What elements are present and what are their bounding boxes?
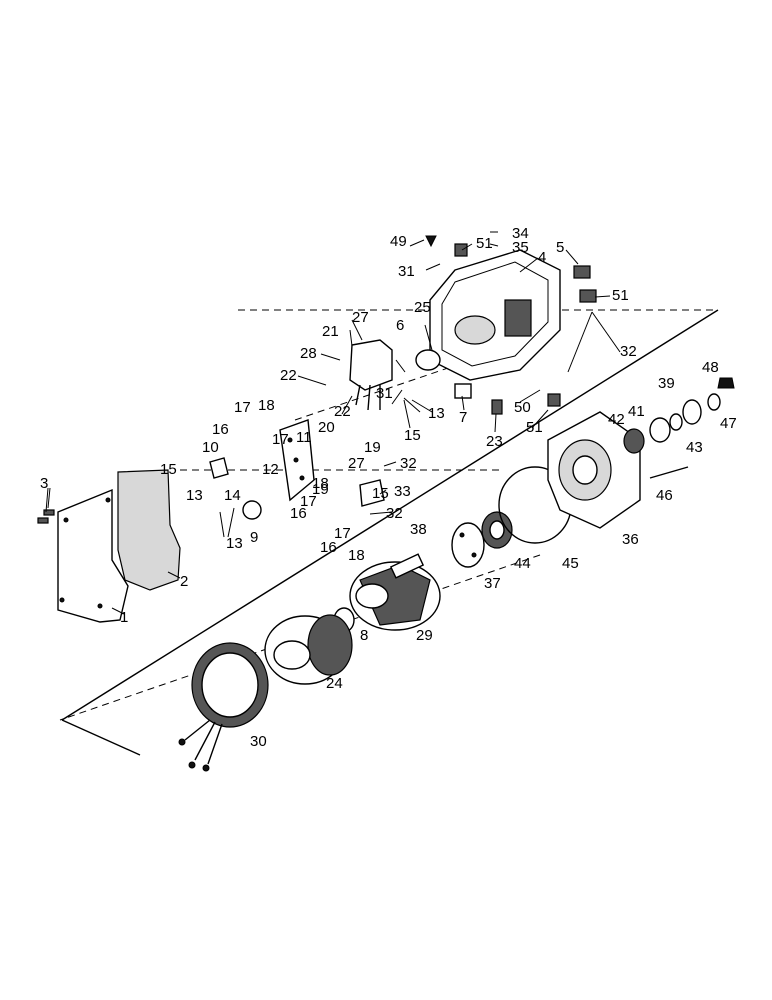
bearing (481, 511, 513, 549)
label-17c: 17 (300, 493, 317, 510)
label-7: 7 (459, 409, 467, 426)
label-5: 5 (556, 239, 564, 256)
label-32c: 32 (386, 505, 403, 522)
label-34: 34 (512, 225, 529, 242)
label-13b: 13 (226, 535, 243, 552)
label-1: 1 (120, 609, 128, 626)
label-9: 9 (250, 529, 258, 546)
terminal-33 (359, 479, 385, 507)
label-19b: 19 (312, 481, 329, 498)
label-29: 29 (416, 627, 433, 644)
label-23: 23 (486, 433, 503, 450)
cover-plate (57, 488, 129, 623)
label-2: 2 (180, 573, 188, 590)
label-47: 47 (720, 415, 737, 432)
label-38: 38 (410, 521, 427, 538)
label-51b: 51 (612, 287, 629, 304)
regulator-plate (279, 419, 315, 502)
label-24: 24 (326, 675, 343, 692)
label-18b: 18 (312, 475, 329, 492)
label-13c: 13 (186, 487, 203, 504)
label-31a: 31 (398, 263, 415, 280)
rotor (349, 553, 441, 631)
stator-ring (178, 642, 269, 772)
label-31b: 31 (376, 385, 393, 402)
label-51c: 51 (526, 419, 543, 436)
bearing-plate (451, 522, 485, 568)
label-4: 4 (538, 249, 546, 266)
label-18c: 18 (348, 547, 365, 564)
label-15c: 15 (372, 485, 389, 502)
label-25: 25 (414, 299, 431, 316)
label-15a: 15 (160, 461, 177, 478)
label-11: 11 (296, 429, 312, 446)
label-20: 20 (318, 419, 335, 436)
label-39: 39 (658, 375, 675, 392)
label-49: 49 (390, 233, 407, 250)
label-14: 14 (224, 487, 241, 504)
label-42: 42 (608, 411, 625, 428)
label-43: 43 (686, 439, 703, 456)
label-12: 12 (262, 461, 279, 478)
label-16a: 16 (212, 421, 229, 438)
label-32b: 32 (400, 455, 417, 472)
clip-10 (209, 457, 229, 479)
label-16c: 16 (320, 539, 337, 556)
housing-fittings (415, 235, 597, 415)
end-fittings (623, 377, 735, 479)
label-32a: 32 (620, 343, 637, 360)
label-19a: 19 (364, 439, 381, 456)
screws (37, 509, 55, 524)
label-50: 50 (514, 399, 531, 416)
stator (264, 614, 353, 685)
label-10: 10 (202, 439, 219, 456)
label-37: 37 (484, 575, 501, 592)
part-number-labels: 1 2 3 4 5 6 7 8 9 10 11 12 13 13 13 14 1… (40, 225, 737, 750)
label-16b: 16 (290, 505, 307, 522)
clip-9 (242, 500, 262, 520)
label-27b: 27 (348, 455, 365, 472)
label-22b: 22 (334, 403, 351, 420)
label-17a: 17 (234, 399, 251, 416)
label-41: 41 (628, 403, 645, 420)
label-45: 45 (562, 555, 579, 572)
label-36: 36 (622, 531, 639, 548)
label-28: 28 (300, 345, 317, 362)
label-51a: 51 (476, 235, 493, 252)
label-3: 3 (40, 475, 48, 492)
label-27a: 27 (352, 309, 369, 326)
label-17b: 17 (272, 431, 289, 448)
label-15b: 15 (404, 427, 421, 444)
end-housing (547, 411, 641, 529)
leader-lines (45, 231, 621, 615)
main-housing (429, 249, 561, 381)
label-8: 8 (360, 627, 368, 644)
label-44: 44 (514, 555, 531, 572)
label-33: 33 (394, 483, 411, 500)
label-35: 35 (512, 239, 529, 256)
label-46: 46 (656, 487, 673, 504)
label-22a: 22 (280, 367, 297, 384)
label-30: 30 (250, 733, 267, 750)
label-48: 48 (702, 359, 719, 376)
label-21: 21 (322, 323, 339, 340)
label-13a: 13 (428, 405, 445, 422)
label-17d: 17 (334, 525, 351, 542)
label-18a: 18 (258, 397, 275, 414)
gasket (117, 469, 181, 591)
terminal-block-upper (349, 339, 393, 411)
label-6: 6 (396, 317, 404, 334)
